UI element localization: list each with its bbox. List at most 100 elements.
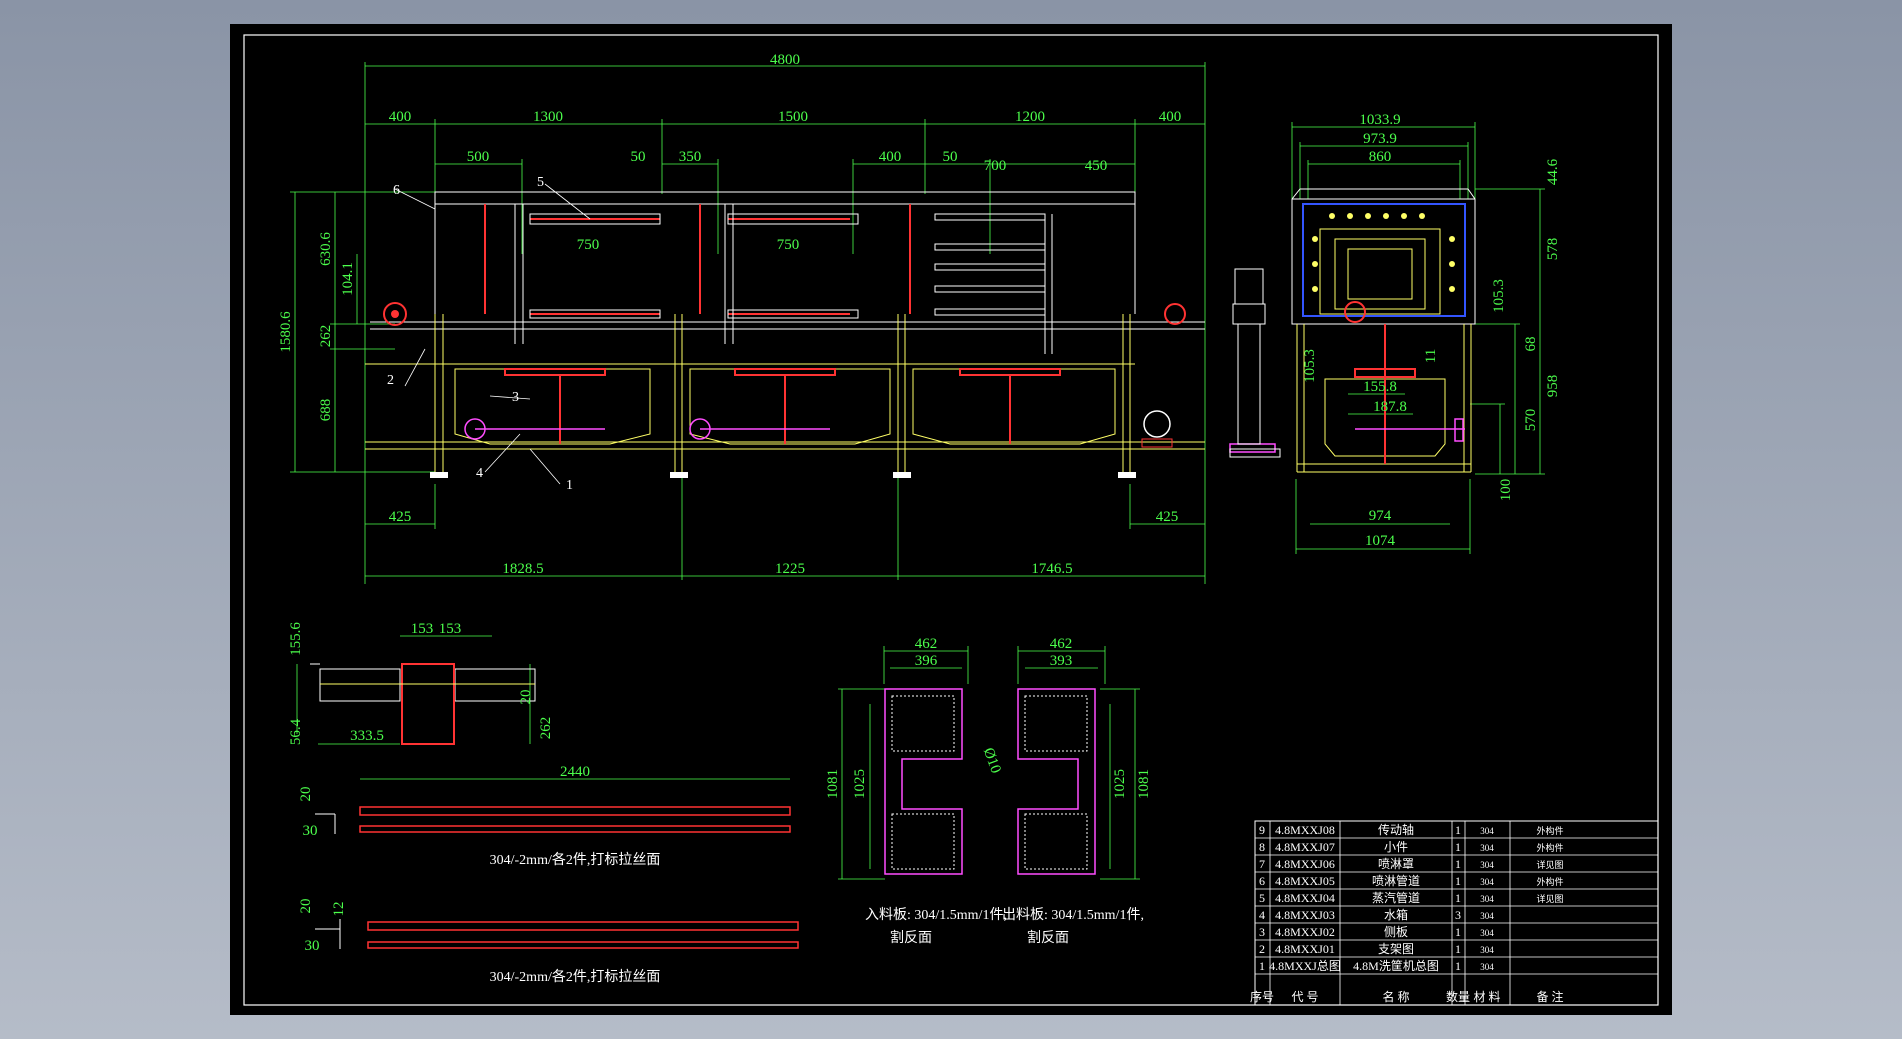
dim-262-detail: 262 — [538, 717, 554, 740]
dim-outlet-462: 462 — [1050, 636, 1073, 652]
title-block-cell-material: 304 — [1480, 877, 1494, 887]
title-block-cell-no: 7 — [1259, 857, 1265, 871]
dim-1225: 1225 — [775, 561, 805, 577]
title-block-cell-note: 外构件 — [1536, 825, 1563, 836]
dim-20: 20 — [518, 690, 534, 705]
dim-1580-6: 1580.6 — [278, 311, 294, 353]
dim-974: 974 — [1369, 508, 1392, 524]
title-block-cell-code: 4.8MXXJ07 — [1275, 840, 1335, 854]
callout-2: 2 — [387, 373, 394, 388]
dim-578: 578 — [1545, 238, 1561, 261]
dim-187-8: 187.8 — [1373, 399, 1407, 415]
dim-1746-5: 1746.5 — [1031, 561, 1072, 577]
title-block-cell-qty: 1 — [1455, 891, 1461, 905]
title-block-cell-qty: 1 — [1455, 857, 1461, 871]
dim-958: 958 — [1545, 375, 1561, 398]
dim-56-4: 56.4 — [288, 718, 304, 745]
dim-333-5: 333.5 — [350, 728, 384, 744]
title-block-cell-no: 1 — [1259, 959, 1265, 973]
title-block-cell-no: 3 — [1259, 925, 1265, 939]
dim-153-a: 153 — [411, 621, 434, 637]
dim-450: 450 — [1085, 158, 1108, 174]
title-block-cell-note: 详见图 — [1536, 893, 1563, 904]
title-block-cell-material: 304 — [1480, 826, 1494, 836]
dim-strip-30: 30 — [303, 823, 318, 839]
title-block-cell-code: 4.8MXXJ总图 — [1269, 959, 1341, 973]
title-block-cell-name: 传动轴 — [1378, 822, 1414, 837]
title-block-cell-name: 喷淋管道 — [1372, 873, 1420, 888]
title-block-header-qty: 数量 — [1446, 989, 1470, 1004]
dim-750-b: 750 — [777, 237, 800, 253]
title-block-cell-material: 304 — [1480, 843, 1494, 853]
callout-3: 3 — [512, 390, 519, 405]
title-block-cell-name: 4.8M洗筐机总图 — [1353, 958, 1439, 973]
callout-4: 4 — [476, 466, 483, 481]
callout-6: 6 — [393, 183, 400, 198]
title-block-cell-code: 4.8MXXJ06 — [1275, 857, 1335, 871]
dim-350: 350 — [679, 149, 702, 165]
dim-1074: 1074 — [1365, 533, 1396, 549]
dim-105-3-right: 105.3 — [1491, 279, 1507, 313]
side-view: 1033.9 973.9 860 44.6 578 105.3 105.3 68… — [1229, 112, 1561, 554]
dim-strip-20: 20 — [298, 787, 314, 802]
dim-104-1: 104.1 — [340, 262, 356, 296]
dim-outlet-1081: 1081 — [1136, 769, 1152, 799]
title-block-cell-material: 304 — [1480, 962, 1494, 972]
dim-2440: 2440 — [560, 764, 590, 780]
title-block-cell-material: 304 — [1480, 945, 1494, 955]
title-block-header-material: 材 料 — [1473, 990, 1500, 1004]
dim-1200: 1200 — [1015, 109, 1045, 125]
dim-630-6: 630.6 — [318, 232, 334, 266]
title-block-cell-name: 小件 — [1384, 840, 1408, 854]
title-block-cell-no: 4 — [1259, 908, 1265, 922]
dim-11: 11 — [1423, 349, 1439, 363]
title-block-cell-no: 2 — [1259, 942, 1265, 956]
dim-44-6: 44.6 — [1545, 158, 1561, 185]
title-block-cell-name: 支架图 — [1378, 942, 1414, 956]
dim-4800: 4800 — [770, 52, 800, 68]
dim-105-3-left: 105.3 — [1302, 349, 1318, 383]
strip-lower-caption: 304/-2mm/各2件,打标拉丝面 — [490, 968, 661, 985]
dim-strip-lower-12: 12 — [331, 902, 347, 917]
strip-upper-caption: 304/-2mm/各2件,打标拉丝面 — [490, 851, 661, 868]
title-block-cell-name: 水箱 — [1384, 907, 1408, 922]
dim-155-6: 155.6 — [288, 622, 304, 656]
dim-425-right: 425 — [1156, 509, 1179, 525]
outlet-caption-2: 割反面 — [1027, 929, 1069, 946]
dim-1033-9: 1033.9 — [1359, 112, 1400, 128]
dim-400-left: 400 — [389, 109, 412, 125]
title-block-cell-note: 详见图 — [1536, 859, 1563, 870]
title-block-cell-material: 304 — [1480, 860, 1494, 870]
title-block-cell-note: 外构件 — [1536, 876, 1563, 887]
dim-outlet-1025: 1025 — [1112, 769, 1128, 799]
dim-262: 262 — [318, 325, 334, 348]
inlet-plate: 462 396 1081 1025 Ø10 入料板: 304/1.5mm/1件,… — [825, 636, 1007, 946]
title-block-cell-no: 5 — [1259, 891, 1265, 905]
title-block-cell-no: 6 — [1259, 874, 1265, 888]
title-block-header-note: 备 注 — [1536, 989, 1563, 1004]
title-block-cell-material: 304 — [1480, 894, 1494, 904]
title-block-cell-qty: 1 — [1455, 925, 1461, 939]
title-block-cell-no: 9 — [1259, 823, 1265, 837]
dim-425-left: 425 — [389, 509, 412, 525]
title-block-header-name: 名 称 — [1382, 989, 1409, 1004]
title-block-cell-qty: 1 — [1455, 823, 1461, 837]
dim-153-b: 153 — [439, 621, 462, 637]
outlet-plate: 462 393 1081 1025 出料板: 304/1.5mm/1件, 割反面 — [1002, 636, 1152, 946]
dim-750-a: 750 — [577, 237, 600, 253]
title-block-cell-code: 4.8MXXJ01 — [1275, 942, 1335, 956]
dim-973-9: 973.9 — [1363, 131, 1397, 147]
dim-400-mid: 400 — [879, 149, 902, 165]
title-block-cell-qty: 1 — [1455, 942, 1461, 956]
title-block-cell-code: 4.8MXXJ08 — [1275, 823, 1335, 837]
dim-inlet-396: 396 — [915, 653, 938, 669]
drawing-sheet: 4800 400 1300 1500 1200 400 500 50 350 4… — [230, 24, 1672, 1015]
dim-inlet-1081: 1081 — [825, 769, 841, 799]
dim-500: 500 — [467, 149, 490, 165]
dim-strip-lower-20: 20 — [298, 899, 314, 914]
dim-50-a: 50 — [631, 149, 646, 165]
cad-drawing: 4800 400 1300 1500 1200 400 500 50 350 4… — [243, 34, 1659, 1006]
strip-upper: 2440 20 30 304/-2mm/各2件,打标拉丝面 — [298, 764, 791, 868]
title-block-cell-name: 蒸汽管道 — [1372, 890, 1420, 905]
dim-50-b: 50 — [943, 149, 958, 165]
